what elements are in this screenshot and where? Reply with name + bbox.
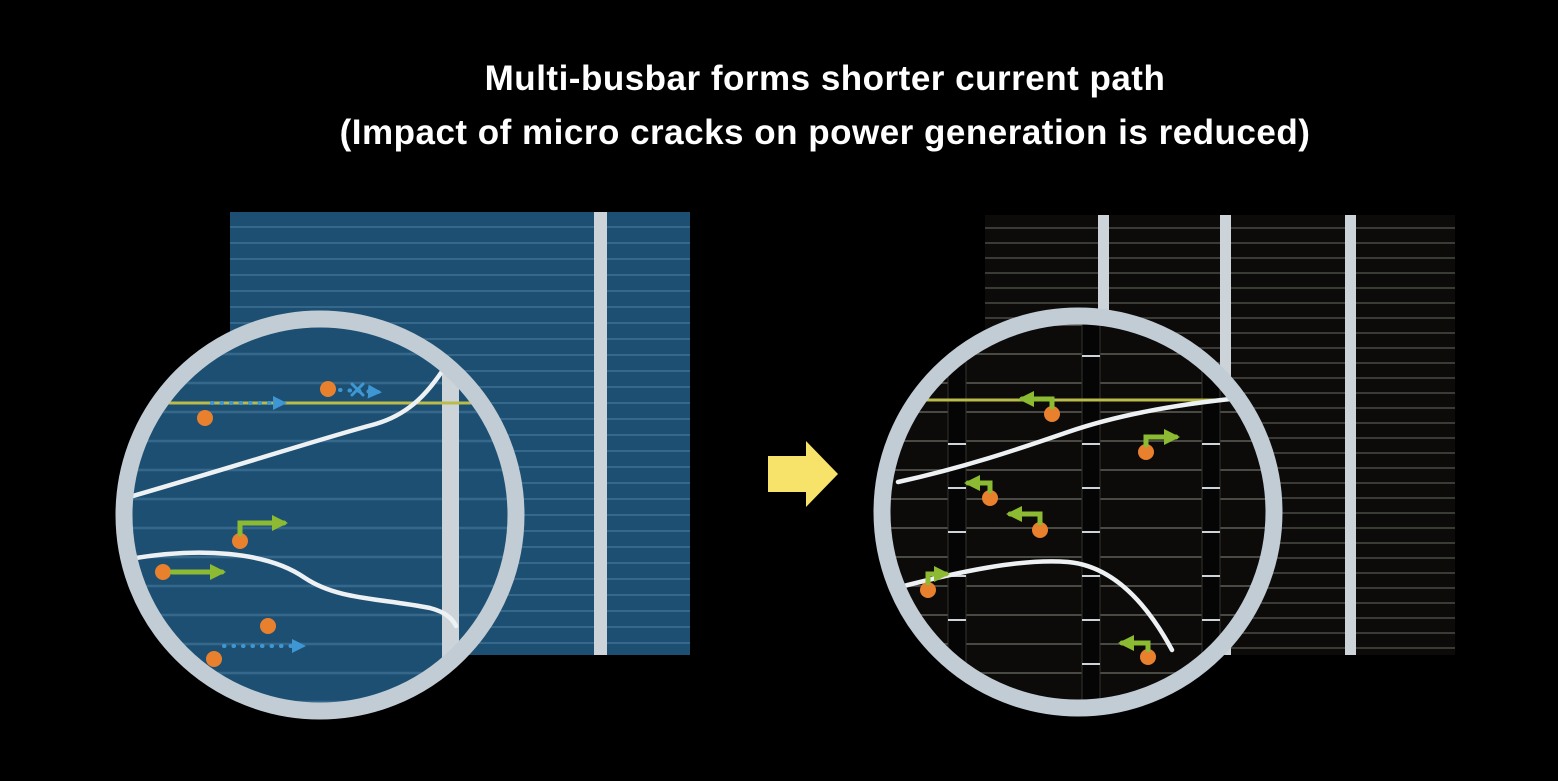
x-mark-icon bbox=[350, 382, 365, 397]
right-magnifier-interior bbox=[890, 324, 1266, 700]
diagram-title: Multi-busbar forms shorter current path … bbox=[46, 52, 1558, 161]
electron-dot bbox=[197, 410, 213, 426]
electron-dot bbox=[206, 651, 222, 667]
electron-dot bbox=[260, 618, 276, 634]
short-current-arrow bbox=[1143, 429, 1180, 448]
short-current-arrow bbox=[237, 515, 288, 537]
multi-busbar bbox=[1345, 215, 1356, 655]
short-current-path bbox=[155, 515, 288, 580]
electron-dot bbox=[1044, 406, 1060, 422]
electron-dot bbox=[1140, 649, 1156, 665]
zoomed-busbar bbox=[442, 327, 459, 703]
title-line-1: Multi-busbar forms shorter current path bbox=[484, 59, 1166, 98]
zoomed-multi-busbars bbox=[947, 324, 1221, 700]
electron-dot bbox=[982, 490, 998, 506]
left-magnifier-details bbox=[132, 327, 508, 703]
zoomed-busbar-segmented bbox=[947, 324, 967, 700]
electron-dot bbox=[1138, 444, 1154, 460]
crack-line bbox=[893, 559, 1175, 653]
right-magnifier-details bbox=[890, 324, 1266, 700]
short-current-arrow bbox=[964, 475, 993, 494]
short-current-arrow bbox=[1118, 635, 1151, 653]
crack-line bbox=[132, 353, 455, 501]
zoomed-busbar-segmented bbox=[1081, 324, 1101, 700]
title-line-2: (Impact of micro cracks on power generat… bbox=[339, 113, 1311, 153]
electron-dot bbox=[920, 582, 936, 598]
short-current-path bbox=[920, 391, 1180, 665]
short-current-arrow bbox=[1006, 506, 1043, 526]
electron-dot bbox=[1032, 522, 1048, 538]
short-current-arrow bbox=[1018, 391, 1055, 410]
short-current-arrow bbox=[925, 566, 950, 586]
left-magnifier bbox=[115, 310, 525, 720]
zoomed-busbar-segmented bbox=[1201, 324, 1221, 700]
magnifier-ring bbox=[115, 310, 525, 720]
blocked-current-path bbox=[197, 381, 382, 426]
crack-line bbox=[895, 395, 1243, 485]
electron-dot bbox=[155, 564, 171, 580]
transition-arrow-icon bbox=[768, 441, 838, 507]
magnifier-ring bbox=[873, 307, 1283, 717]
blocked-current-path bbox=[206, 618, 306, 667]
electron-dot bbox=[232, 533, 248, 549]
crack-line bbox=[132, 550, 459, 629]
left-magnifier-interior bbox=[132, 327, 508, 703]
conventional-cell-busbar bbox=[594, 212, 607, 655]
right-magnifier bbox=[873, 307, 1283, 717]
electron-dot bbox=[320, 381, 336, 397]
